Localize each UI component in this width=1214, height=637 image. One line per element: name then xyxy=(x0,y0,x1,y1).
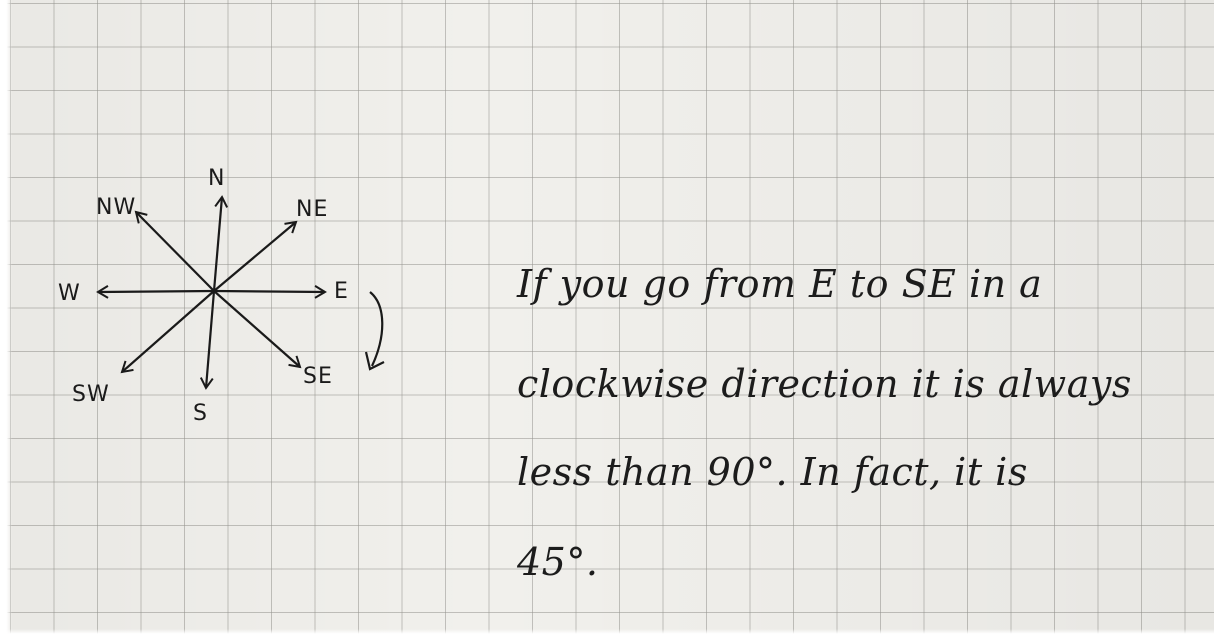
label-se: SE xyxy=(303,364,333,389)
note-line-1: If you go from E to SE in a xyxy=(517,262,1043,306)
arrow-southeast xyxy=(213,290,302,369)
label-nw: NW xyxy=(96,195,136,220)
clockwise-curved-arrow xyxy=(369,291,384,367)
arrow-east xyxy=(213,285,327,299)
label-ne: NE xyxy=(296,197,328,222)
arrow-west xyxy=(96,285,215,299)
label-w: W xyxy=(58,281,81,306)
note-line-3: less than 90°. In fact, it is xyxy=(517,450,1028,494)
label-n: N xyxy=(208,166,225,191)
label-sw: SW xyxy=(72,382,110,407)
arrow-northwest xyxy=(134,210,215,292)
note-line-4: 45°. xyxy=(517,540,599,584)
label-e: E xyxy=(334,279,349,304)
paper-bottom-edge xyxy=(0,629,1214,637)
arrow-northeast xyxy=(213,220,298,292)
arrow-southwest xyxy=(120,290,215,374)
arrow-south xyxy=(199,290,216,390)
paper-left-edge xyxy=(0,0,12,637)
compass-rose-drawing: N NE E SE S SW W NW xyxy=(58,166,385,426)
label-s: S xyxy=(193,401,208,426)
note-line-2: clockwise direction it is always xyxy=(517,362,1132,406)
clockwise-arrowhead xyxy=(364,351,385,371)
arrow-north xyxy=(212,195,229,292)
